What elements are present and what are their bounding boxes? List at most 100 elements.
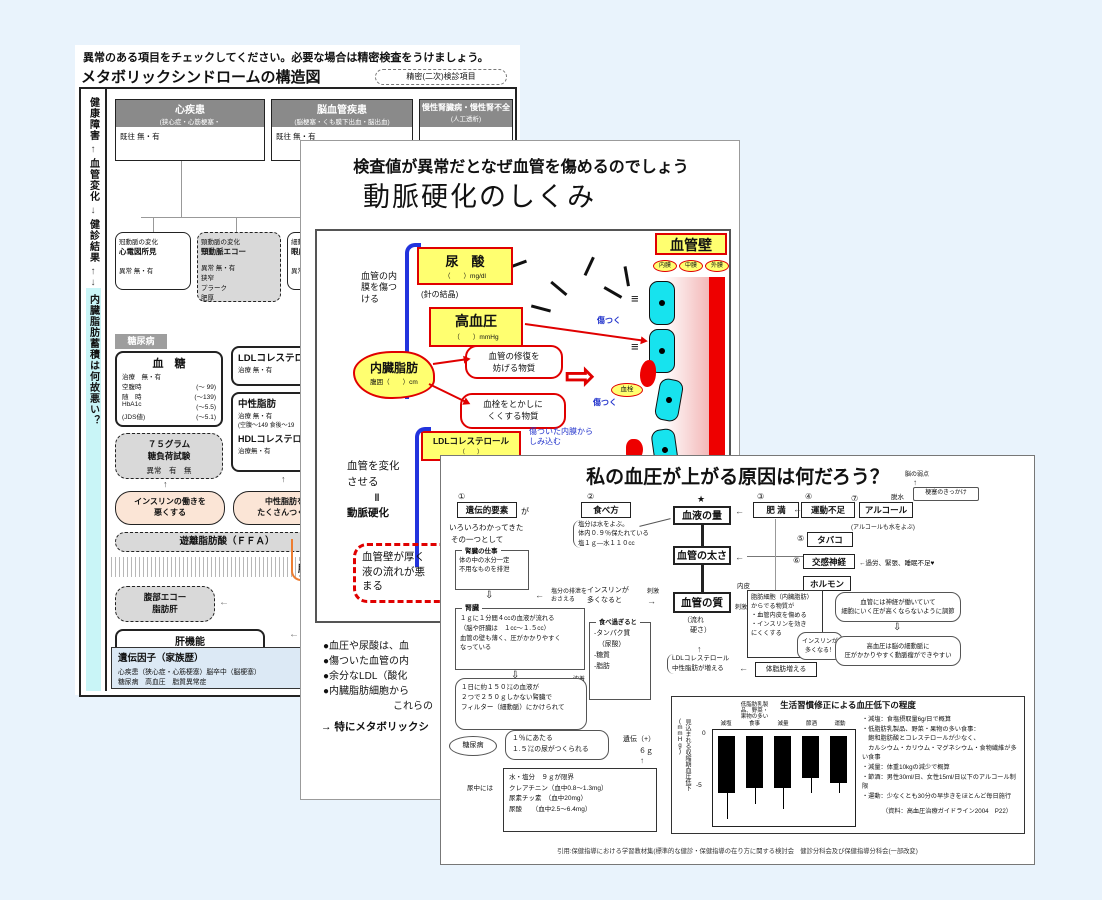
kb-l2: （脳や肝臓は １cc～１.５cc）: [460, 624, 550, 632]
bs-hba1c-v: (～5.5): [196, 404, 216, 411]
blood-sugar-title: 血 糖: [152, 358, 186, 370]
coronary-l3: 異常 無・有: [119, 268, 154, 275]
iu-l2: 多くなる！: [804, 648, 835, 654]
bp-category-label: 運動: [834, 720, 846, 727]
hurt-label: 傷つく: [597, 316, 621, 325]
chart-note-7: ・運動：少なくとも30分の早歩きをほとんど毎日施行: [862, 792, 1012, 800]
echo-l1: 腹部エコー: [143, 592, 187, 602]
oe-l2: （尿酸）: [598, 640, 626, 648]
kb-l3: 血管の壁も薄く、圧がかかりやすく: [460, 634, 561, 642]
n1-l2: その一つとして: [451, 535, 504, 544]
carotid-l3: 異常 無・有: [201, 265, 236, 272]
chart-source: （資料：高血圧治療ガイドライン2004 P22）: [882, 808, 1012, 816]
heart-disease-sub: (狭心症・心筋梗塞・: [159, 119, 221, 126]
hbp-box: 高血圧 （ ）mmHg: [429, 307, 523, 347]
side-strip: 健康障害 ↑ 血管変化 ↓ 健診結果 ↑ ↓ 内臓脂肪蓄積は何故悪い？: [81, 89, 107, 691]
bp-error-whisker: [810, 777, 812, 794]
genetic-title: 遺伝因子（家族歴）: [118, 653, 204, 664]
fl-1: （流れ: [683, 617, 704, 624]
salt-l3: 塩１ｇ―水１１０cc: [578, 539, 635, 547]
insulin-effect-box: インスリンの働きを 悪くする: [115, 491, 225, 525]
urine-label: 尿中には: [467, 785, 493, 792]
vessel-wall-label: 血管壁: [655, 233, 727, 255]
sympathetic-note: ←過労、緊張、睡眠不足♥: [859, 560, 935, 567]
arrow-left-icon: ←: [735, 506, 744, 516]
fb-l2: ２つで２５０ｇしかない腎臓で: [461, 694, 552, 702]
double-down-icon: ⇩: [485, 590, 494, 601]
heart-disease-box: 心疾患(狭心症・心筋梗塞・ 既往 無・有: [115, 99, 265, 161]
num-3: ③: [757, 492, 765, 501]
ldl2-unit: （ ）: [458, 450, 483, 456]
n1-ga: が: [521, 507, 529, 516]
oe-l3: -糖質: [594, 651, 610, 659]
page2-title: 動脈硬化のしくみ: [363, 182, 597, 212]
num-7: ⑦: [851, 494, 859, 503]
uric-acid-title: 尿 酸: [445, 254, 485, 269]
bp-category-label: 減塩: [720, 720, 732, 727]
arrow-right-icon: →: [647, 596, 656, 606]
tg-title: 中性脂肪: [238, 399, 277, 410]
arrow-up-icon: ↑: [90, 144, 96, 155]
kidney-job-box: 腎臓の仕事 体の中の水分一定 不用なものを排泄: [455, 545, 529, 590]
hormone-box: ホルモン: [803, 576, 851, 591]
arrow-up-icon: ↑: [281, 474, 286, 484]
page2-conclusion: → 特にメタボリックシ: [321, 721, 429, 733]
iu-l1: インスリンが: [802, 639, 838, 645]
brain-weak-label: 脳の弱点: [905, 472, 930, 478]
hbp-title: 高血圧: [455, 313, 497, 329]
ldl2-title: LDLコレステロール: [432, 436, 510, 446]
genetic-l2: 糖尿病 高血圧 脂質異常症: [118, 679, 207, 686]
blue-bracket: [415, 427, 431, 567]
tg-v1: (空腹～149 食後～19: [238, 423, 295, 429]
media-label: 中膜: [679, 260, 703, 272]
chart-note-6: ・節酒：男性30ml/日、女性15ml/日以下のアルコール制限: [862, 773, 1016, 791]
page2-subtitle: 検査値が異常だとなぜ血管を傷めるのでしょう: [353, 159, 689, 176]
ldl-tg-note: LDLコレステロール 中性脂肪が増える: [667, 654, 742, 674]
oe-l4: -脂肪: [594, 662, 610, 670]
double-down-icon: ⇩: [511, 670, 520, 681]
ckd-title: 慢性腎臓病・慢性腎不全: [422, 103, 510, 112]
bp-category-label: 減量: [777, 720, 789, 727]
arrow-up-icon: ↑: [640, 756, 644, 765]
bp-error-whisker: [838, 782, 840, 794]
kj-l2: 不用なものを排泄: [459, 566, 510, 573]
num-1: ①: [458, 492, 466, 501]
big-right-arrow-icon: ⇨: [565, 355, 596, 396]
filter-box: １日に約１５０㍑の血液が ２つで２５０ｇしかない腎臓で フィルター（細動脈）にか…: [455, 678, 587, 730]
num-4: ④: [805, 492, 813, 501]
gtt-l2: 糖負荷試験: [147, 451, 191, 461]
s1-l1: 血管の修復を: [488, 351, 540, 361]
bs-fasting: 空腹時: [122, 384, 142, 391]
change-l4: 動脈硬化: [347, 507, 389, 520]
bs-casual: 随 時: [122, 394, 142, 401]
fc-l2: からでる物質が: [751, 602, 795, 610]
num-2: ②: [587, 492, 595, 501]
bs-jds: (JDS値): [122, 414, 146, 421]
stimulus-label: 刺激: [647, 589, 660, 595]
liver-title: 肝機能: [175, 637, 205, 648]
arrow-up-icon: ↑: [90, 266, 96, 277]
ins-l1: インスリンの働きを: [134, 497, 206, 506]
salt-l1: 塩分は水をよぶ。: [578, 521, 629, 528]
body-fat-box: 体脂肪増える: [755, 662, 817, 677]
note-l3: ける: [361, 293, 380, 304]
um-l2: １.５㍑の尿がつくられる: [512, 745, 589, 753]
bp-error-whisker: [782, 788, 784, 809]
change-l1: 血管を変化: [347, 460, 400, 472]
abdominal-echo-box: 腹部エコー 脂肪肝: [115, 586, 215, 622]
stimulus-label: 刺激: [735, 605, 748, 611]
page1-title: メタボリックシンドロームの構造図: [81, 69, 321, 86]
tg-r1: 治療 無・有: [238, 413, 273, 420]
arrow-left-icon: ←: [739, 663, 748, 673]
ur-l3: 尿素チッ素 （血中20mg）: [509, 795, 588, 803]
inner-damage-note: 血管の内 膜を傷つ ける: [361, 271, 397, 305]
vessel-change-label: 血管を変化 させる ‖ 動脈硬化: [347, 459, 407, 522]
carotid-box: 頸動脈の変化 頸動脈エコー 異常 無・有 狭窄 プラーク 肥厚: [197, 232, 281, 302]
ckd-sub: (人工透析): [450, 116, 482, 123]
lt-l2: 中性脂肪が増える: [672, 664, 724, 672]
vessel-quality-box: 血管の質: [673, 592, 731, 613]
gtt-l3: 異常 有 無: [146, 466, 192, 475]
endothelial-cell: [649, 281, 675, 325]
coronary-l1: 冠動脈の変化: [119, 239, 158, 246]
vessel-width-box: 血管の太さ: [673, 546, 731, 565]
